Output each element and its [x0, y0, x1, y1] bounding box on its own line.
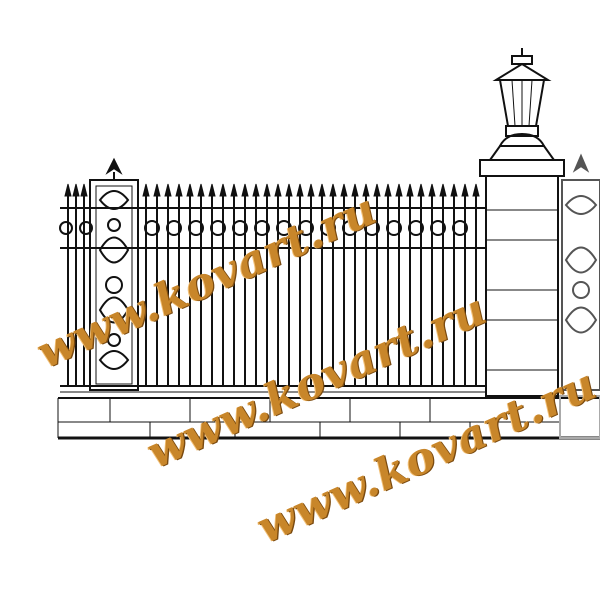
picket-spear-tip [164, 183, 172, 197]
picket-spear-tip [340, 183, 348, 197]
picket-spear-tip [153, 183, 161, 197]
ornament-ring [276, 220, 292, 236]
picket-spear-tip [252, 183, 260, 197]
picket-spear-tip [362, 183, 370, 197]
fence-bottom-rail [60, 385, 490, 393]
ornament-ring [166, 220, 182, 236]
picket-spear-tip [72, 183, 80, 197]
picket-spear-tip [318, 183, 326, 197]
ornament-ring [342, 220, 358, 236]
picket-spear-tip [439, 183, 447, 197]
ornament-ring [59, 221, 73, 235]
picket-spear-tip [274, 183, 282, 197]
picket-spear-tip [296, 183, 304, 197]
picket-spear-tip [406, 183, 414, 197]
ornament-ring [320, 220, 336, 236]
fence-pickets [64, 183, 480, 386]
picket-spear-tip [208, 183, 216, 197]
ornament-ring [254, 220, 270, 236]
picket-spear-tip [428, 183, 436, 197]
picket-spear-tip [241, 183, 249, 197]
picket-spear-tip [351, 183, 359, 197]
picket-spear-tip [263, 183, 271, 197]
picket-spear-tip [395, 183, 403, 197]
ornament-ring [210, 220, 226, 236]
picket-spear-tip [285, 183, 293, 197]
ground-base [57, 397, 600, 440]
ornament-ring [386, 220, 402, 236]
ornament-ring [232, 220, 248, 236]
picket-spear-tip [307, 183, 315, 197]
ornament-ring [364, 220, 380, 236]
ornament-ring [298, 220, 314, 236]
ornament-ring [408, 220, 424, 236]
picket-spear-tip [329, 183, 337, 197]
fence-ornament-rings [59, 220, 468, 236]
picket-spear-tip [461, 183, 469, 197]
stone-pillar [479, 145, 565, 397]
picket-spear-tip [373, 183, 381, 197]
left-ornamental-post [89, 157, 139, 391]
ornament-ring [79, 221, 93, 235]
picket-spear-tip [64, 183, 72, 197]
picket-spear-tip [230, 183, 238, 197]
picket-spear-tip [450, 183, 458, 197]
picket-spear-tip [384, 183, 392, 197]
picket-spear-tip [80, 183, 88, 197]
lantern-lamp [492, 48, 552, 147]
picket-spear-tip [142, 183, 150, 197]
ornament-ring [144, 220, 160, 236]
ornament-ring [430, 220, 446, 236]
picket-spear-tip [186, 183, 194, 197]
right-ornamental-post [559, 153, 600, 439]
picket-spear-tip [417, 183, 425, 197]
picket-spear-tip [219, 183, 227, 197]
picket-spear-tip [197, 183, 205, 197]
fence-top-band [60, 207, 490, 249]
ornament-ring [188, 220, 204, 236]
ornament-ring [452, 220, 468, 236]
picket-spear-tip [175, 183, 183, 197]
picket-spear-tip [472, 183, 480, 197]
